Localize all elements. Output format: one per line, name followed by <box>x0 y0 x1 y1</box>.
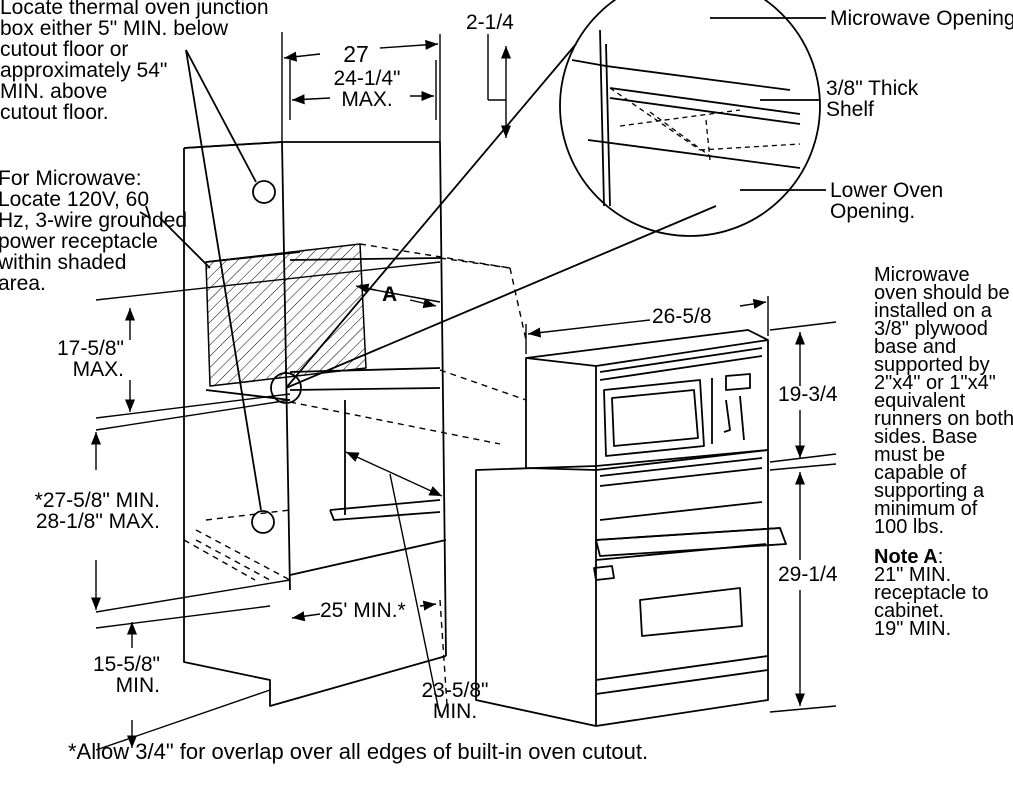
plywood-base-note: Microwave oven should be installed on a … <box>874 264 1013 538</box>
oven-unit <box>475 449 787 727</box>
microwave-unit <box>525 329 769 471</box>
microwave-unit-height-label: 19-3/4 <box>778 383 838 406</box>
cutout-depth-label: 23-5/8" MIN. <box>421 679 489 723</box>
oven-width-min-label: 25' MIN.* <box>320 599 406 622</box>
microwave-opening-label: Microwave Opening <box>830 7 1013 30</box>
thermal-junction-note: Locate thermal oven junction box either … <box>0 0 269 124</box>
shelf-detail-lines <box>571 29 801 207</box>
junction-box-upper-icon <box>252 180 276 204</box>
floor-height-label: 15-5/8" MIN. <box>93 653 160 697</box>
microwave-cutout-height-label: 17-5/8" MAX. <box>57 337 124 381</box>
note-a: Note A: <box>874 546 1013 568</box>
dimension-a-label: A <box>382 283 398 306</box>
depth-guidelines <box>183 243 527 721</box>
installation-side-note: Microwave oven should be installed on a … <box>874 264 1013 640</box>
cutout-width-label: 27 <box>343 41 369 67</box>
cabinet <box>183 141 447 707</box>
lower-oven-cutout <box>289 400 447 576</box>
shelf-thickness-label: 3/8" Thick Shelf <box>826 77 919 121</box>
shelf-offset-label: 2-1/4 <box>466 11 514 34</box>
cutout-width-max-label: 24-1/4" MAX. <box>333 67 401 111</box>
junction-box-lower-icon <box>251 510 275 534</box>
oven-cutout-height-label: *27-5/8" MIN. 28-1/8" MAX. <box>34 489 160 533</box>
note-a-body: 21" MIN. receptacle to cabinet. 19" MIN. <box>874 564 989 640</box>
oven-unit-height-label: 29-1/4 <box>778 563 838 586</box>
microwave-receptacle-note: For Microwave: Locate 120V, 60 Hz, 3-wir… <box>0 167 188 295</box>
dimension-lines <box>90 32 837 751</box>
receptacle-shaded-area <box>205 243 367 387</box>
note-a-colon: : <box>937 546 944 568</box>
footnote: *Allow 3/4" for overlap over all edges o… <box>68 739 649 764</box>
appliance-width-label: 26-5/8 <box>652 305 712 328</box>
detail-callout-icon <box>270 372 302 404</box>
shelf-detail-magnifier <box>559 0 821 237</box>
note-a-title: Note A <box>874 546 938 568</box>
lower-oven-opening-label: Lower Oven Opening. <box>830 179 944 223</box>
